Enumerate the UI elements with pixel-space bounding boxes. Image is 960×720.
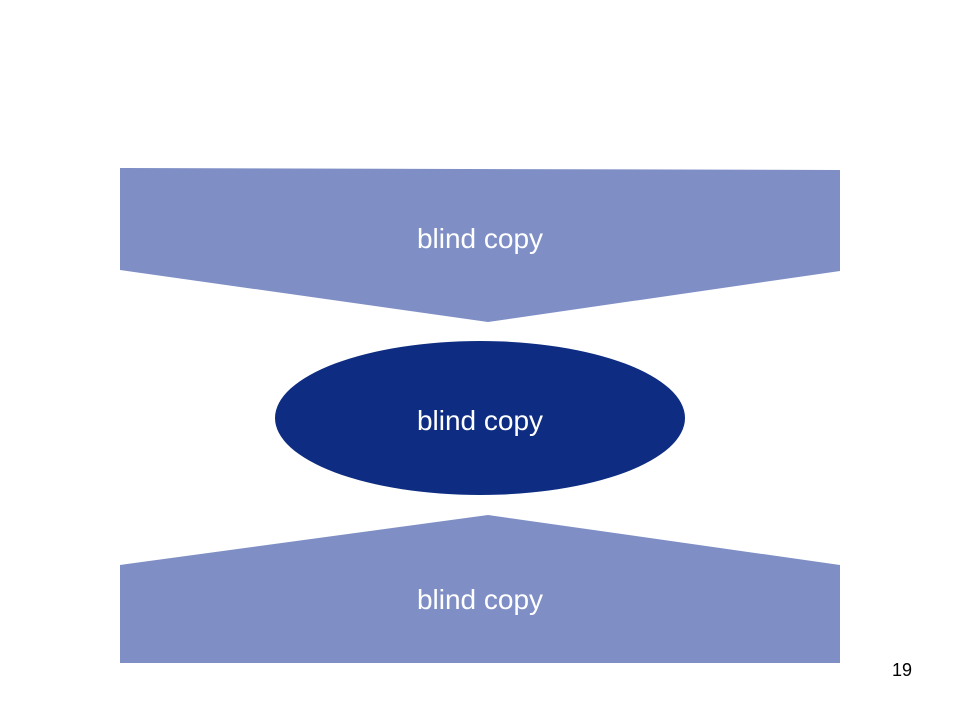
top-shape-label: blind copy	[417, 223, 543, 254]
page-number: 19	[891, 660, 912, 680]
bottom-chevron-shape	[120, 515, 840, 663]
center-ellipse-label: blind copy	[417, 405, 543, 436]
bottom-shape-label: blind copy	[417, 584, 543, 615]
center-ellipse	[275, 341, 685, 495]
top-chevron-shape	[120, 168, 840, 322]
